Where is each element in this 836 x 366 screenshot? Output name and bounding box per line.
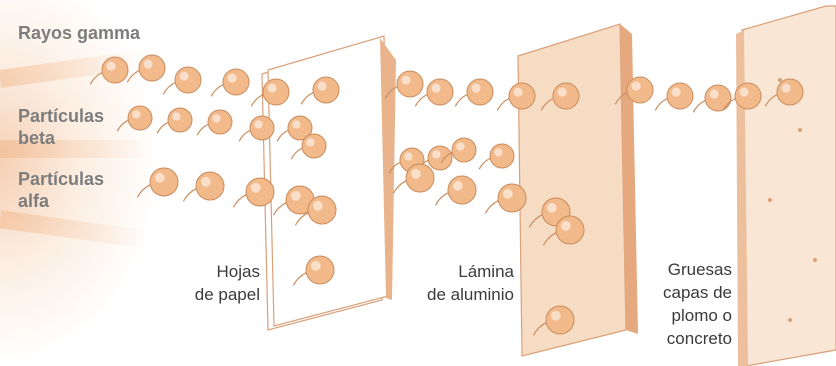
beta-particle (479, 144, 514, 169)
paper-barrier-label: Hojas de papel (168, 260, 260, 306)
beta-label-line1: Partículas (18, 105, 104, 127)
alpha-particle (393, 164, 434, 193)
gamma-particle (655, 83, 693, 110)
lead-label-line4: concreto (630, 327, 732, 350)
lead-label-line2: capas de (630, 281, 732, 304)
lead-concrete-wall (736, 6, 836, 366)
lead-label-line1: Gruesas (630, 258, 732, 281)
beta-label-line2: beta (18, 127, 104, 149)
aluminum-label-line1: Lámina (400, 260, 514, 283)
aluminum-barrier-label: Lámina de aluminio (400, 260, 514, 306)
paper-label-line1: Hojas (168, 260, 260, 283)
alpha-label-line2: alfa (18, 190, 104, 212)
aluminum-sheet-barrier (518, 24, 638, 356)
beta-particle (197, 110, 232, 135)
beta-particles-label: Partículas beta (18, 105, 104, 149)
lead-label-line3: plomo o (630, 304, 732, 327)
gamma-particle (693, 85, 731, 112)
gamma-particle (127, 55, 165, 82)
alpha-particle (137, 168, 178, 197)
alpha-particle (233, 178, 274, 207)
gamma-particle (497, 83, 535, 110)
gamma-particle (163, 67, 201, 94)
beta-particle (157, 108, 192, 133)
beta-particle (239, 116, 274, 141)
paper-label-line2: de papel (168, 283, 260, 306)
beta-particle (117, 106, 152, 131)
aluminum-label-line2: de aluminio (400, 283, 514, 306)
alpha-particles-label: Partículas alfa (18, 168, 104, 212)
gamma-particle (455, 79, 493, 106)
alpha-label-line1: Partículas (18, 168, 104, 190)
lead-barrier-label: Gruesas capas de plomo o concreto (630, 258, 732, 350)
gamma-particle (211, 69, 249, 96)
alpha-particle (485, 184, 526, 213)
gamma-particle (251, 79, 289, 106)
alpha-particle (435, 176, 476, 205)
gamma-particle (90, 57, 128, 84)
gamma-rays-text: Rayos gamma (18, 23, 140, 43)
gamma-rays-label: Rayos gamma (18, 22, 140, 44)
alpha-particle (183, 172, 224, 201)
